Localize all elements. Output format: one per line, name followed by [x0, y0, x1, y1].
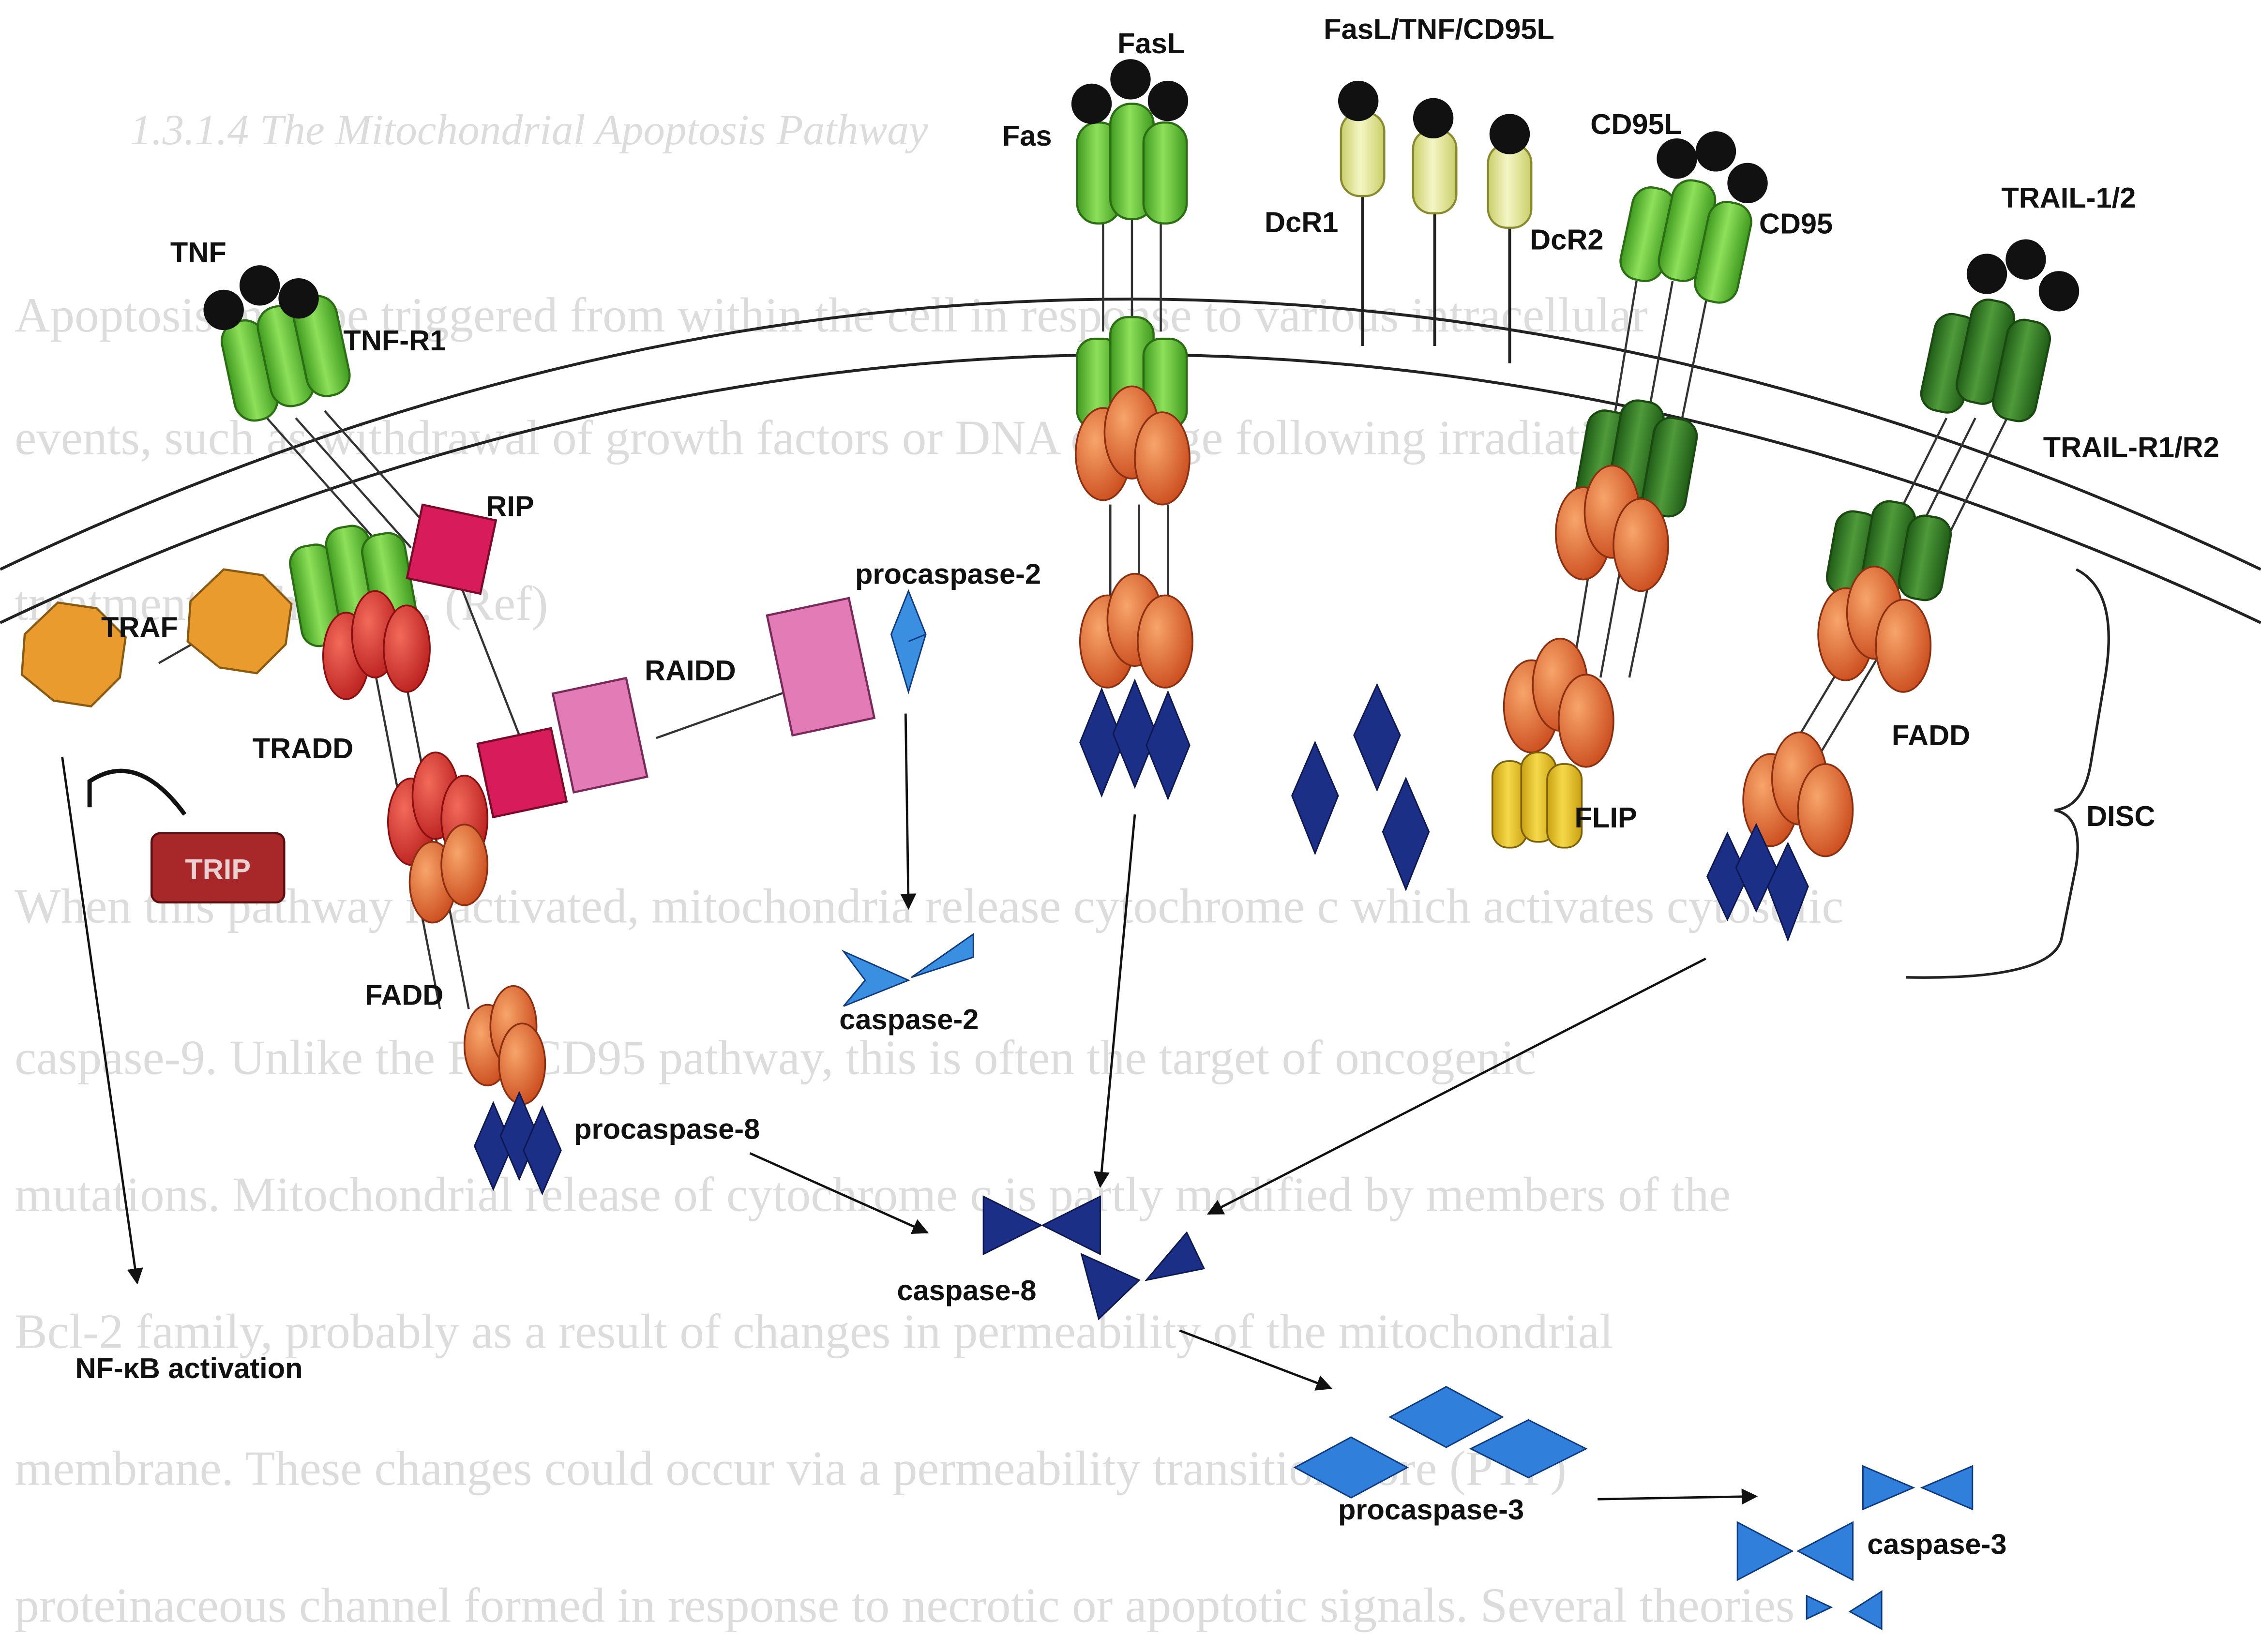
free-caspase-diamonds	[1292, 685, 1429, 889]
label-caspase-2: caspase-2	[839, 1003, 979, 1036]
bg-section-heading: 1.3.1.4 The Mitochondrial Apoptosis Path…	[130, 106, 928, 154]
bg-line-6: mutations. Mitochondrial release of cyto…	[15, 1167, 1731, 1221]
label-fas: Fas	[1002, 120, 1052, 152]
bg-line-5: caspase-9. Unlike the Fas/CD95 pathway, …	[15, 1030, 1536, 1084]
trail-fadd-proteins	[1743, 567, 1930, 856]
bg-line-9: proteinaceous channel formed in response…	[15, 1578, 1794, 1632]
label-fadd-right: FADD	[1892, 719, 1970, 751]
fas-receptor-complex	[1071, 59, 1192, 798]
trail-receptor-complex	[1707, 240, 2080, 940]
label-fadd-left: FADD	[365, 978, 443, 1011]
label-trail: TRAIL-1/2	[2001, 181, 2136, 214]
label-fasl: FasL	[1117, 27, 1185, 60]
label-dcr1: DcR1	[1265, 206, 1338, 239]
label-rip: RIP	[486, 490, 534, 523]
cd95-fadd-proteins	[1504, 466, 1669, 767]
raidd-protein	[553, 598, 874, 792]
caspase-2-shape	[844, 934, 973, 1006]
label-caspase-3: caspase-3	[1867, 1528, 2006, 1560]
label-raidd: RAIDD	[645, 654, 736, 687]
label-traf: TRAF	[101, 611, 178, 644]
trail-r-extracellular	[1918, 297, 2053, 424]
disc-brace	[1906, 570, 2109, 977]
label-procaspase-8: procaspase-8	[574, 1112, 760, 1145]
procaspase-2-shape	[891, 591, 925, 692]
fadd-left-proteins	[465, 986, 545, 1104]
label-trail-r: TRAIL-R1/R2	[2043, 431, 2219, 463]
label-flip: FLIP	[1575, 801, 1637, 834]
label-dcr2: DcR2	[1530, 223, 1603, 255]
flip-proteins	[1492, 752, 1582, 848]
arrow-fas-to-caspase8	[1100, 814, 1134, 1186]
label-tradd: TRADD	[253, 732, 354, 765]
fas-fadd-proteins	[1076, 386, 1192, 688]
bg-line-4: When this pathway is activated, mitochon…	[15, 879, 1843, 933]
label-disc: DISC	[2086, 800, 2155, 832]
label-tnf: TNF	[170, 236, 226, 269]
arrow-procaspase3-to-caspase3	[1598, 1496, 1756, 1499]
label-tnf-r1: TNF-R1	[343, 324, 446, 357]
label-caspase-8: caspase-8	[897, 1274, 1036, 1307]
label-procaspase-3: procaspase-3	[1338, 1493, 1524, 1526]
label-procaspase-2: procaspase-2	[855, 558, 1041, 590]
label-nfkb-activation: NF-κB activation	[75, 1352, 302, 1384]
label-fasl-tnf-cd95l: FasL/TNF/CD95L	[1324, 13, 1554, 45]
label-cd95l: CD95L	[1590, 108, 1682, 140]
trip-label: TRIP	[185, 853, 251, 886]
fas-procaspase-8	[1080, 680, 1190, 798]
label-cd95: CD95	[1759, 208, 1833, 240]
bg-line-7: Bcl-2 family, probably as a result of ch…	[15, 1304, 1613, 1358]
